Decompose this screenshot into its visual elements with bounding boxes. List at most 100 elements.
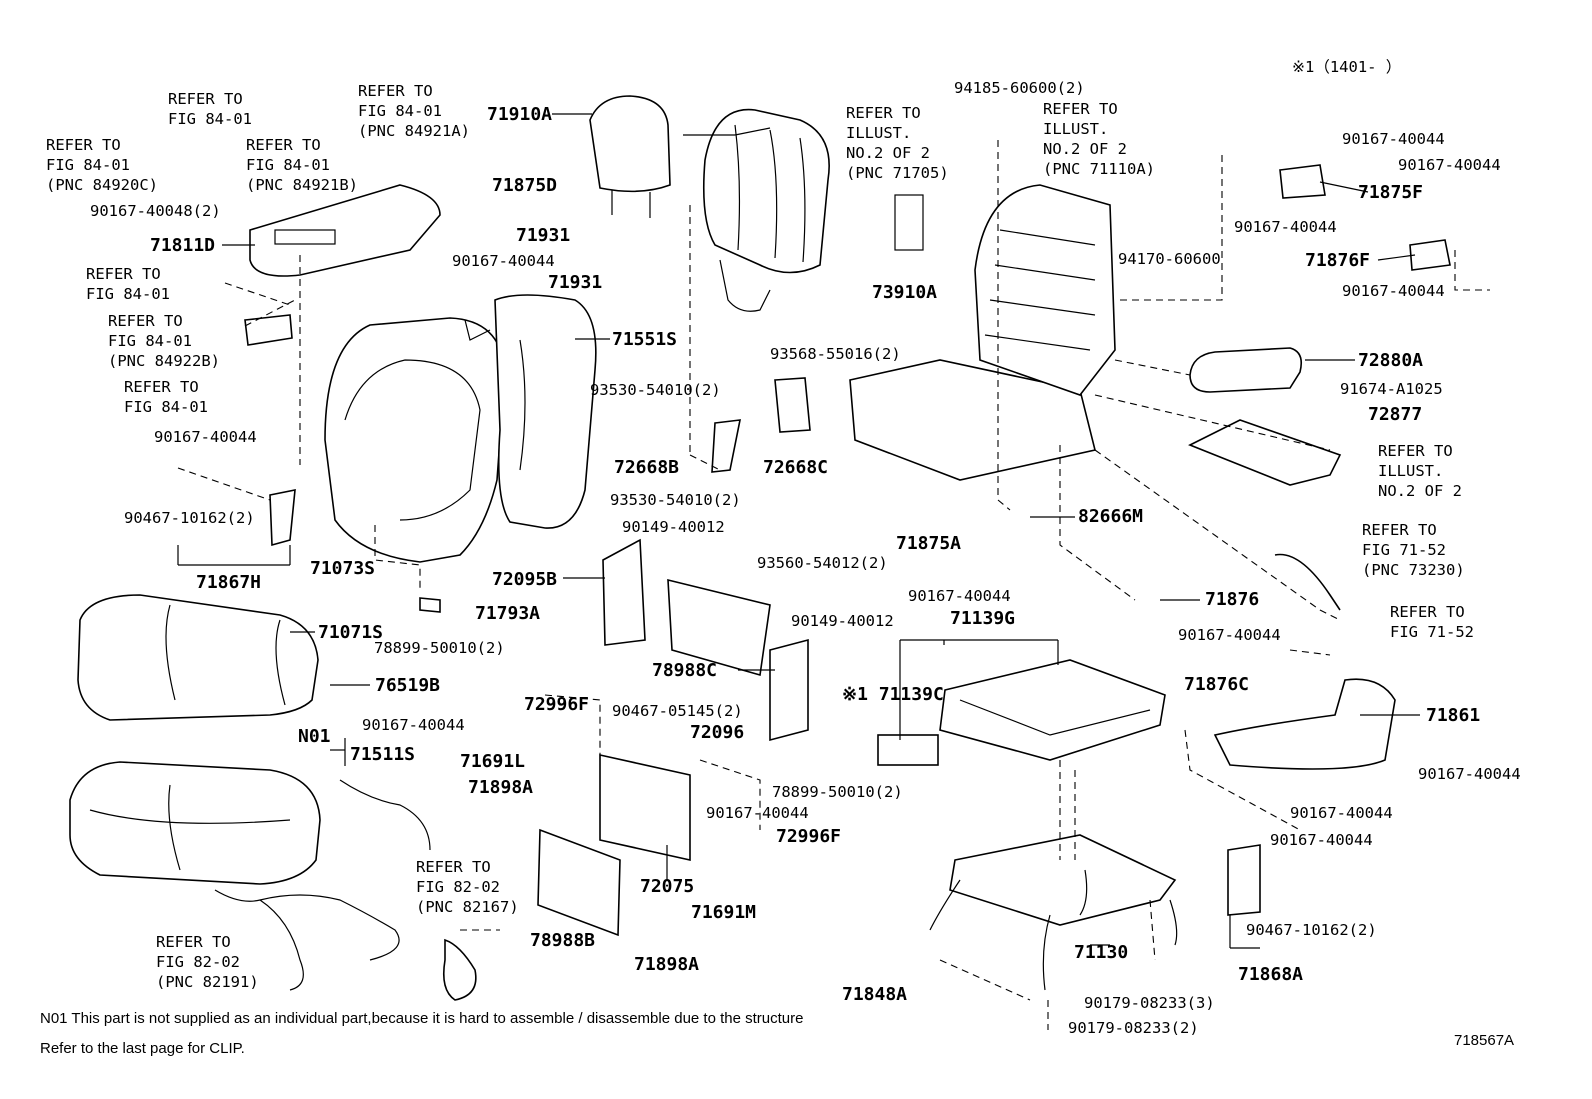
part-72996f: 72996F: [776, 826, 841, 847]
part-71861: 71861: [1426, 705, 1480, 726]
part-90179-08233: 90179-08233(3): [1084, 994, 1215, 1012]
part-71811d: 71811D: [150, 235, 215, 256]
part-71898a: 71898A: [468, 777, 533, 798]
part-n01: N01: [298, 726, 331, 747]
footer-note-clip: Refer to the last page for CLIP.: [40, 1040, 245, 1057]
seatback-shape: [324, 317, 506, 563]
header-note: ※1（1401- ）: [1292, 58, 1401, 76]
part-93568-55016: 93568-55016(2): [770, 345, 901, 363]
part-71876f: 71876F: [1305, 250, 1370, 271]
part-94170-60600: 94170-60600: [1118, 250, 1221, 268]
part-90167-40044: 90167-40044: [1290, 804, 1393, 822]
part-71073s: 71073S: [310, 558, 375, 579]
part-90167-40044: 90167-40044: [1342, 282, 1445, 300]
part-93530-54010: 93530-54010(2): [610, 491, 741, 509]
part-71691m: 71691M: [691, 902, 756, 923]
part-72668c: 72668C: [763, 457, 828, 478]
part-71793a: 71793A: [475, 603, 540, 624]
leader-lines: [177, 113, 1420, 949]
part-71848a: 71848A: [842, 984, 907, 1005]
part-71875d: 71875D: [492, 175, 557, 196]
part-78899-50010: 78899-50010(2): [374, 639, 505, 657]
part-90149-40012: 90149-40012: [791, 612, 894, 630]
part-90467-05145: 90467-05145(2): [612, 702, 743, 720]
part-90149-40012: 90149-40012: [622, 518, 725, 536]
side-shield-shape: [249, 184, 441, 277]
part-94185-60600: 94185-60600(2): [954, 79, 1085, 97]
part-71931: 71931: [516, 225, 570, 246]
part-71875f: 71875F: [1358, 182, 1423, 203]
part-72096: 72096: [690, 722, 744, 743]
part-71910a: 71910A: [487, 104, 552, 125]
part-drawings: [69, 95, 1451, 1001]
part-71898a: 71898A: [634, 954, 699, 975]
part-71876: 71876: [1205, 589, 1259, 610]
part-82666m: 82666M: [1078, 506, 1143, 527]
part-90167-40044: 90167-40044: [362, 716, 465, 734]
part-90167-40044: 90167-40044: [1270, 831, 1373, 849]
part-90467-10162: 90467-10162(2): [124, 509, 255, 527]
part-71868a: 71868A: [1238, 964, 1303, 985]
part-78899-50010: 78899-50010(2): [772, 783, 903, 801]
part-90179-08233: 90179-08233(2): [1068, 1019, 1199, 1037]
part-71931: 71931: [548, 272, 602, 293]
part-90167-40044: 90167-40044: [154, 428, 257, 446]
part-71139c: ※1 71139C: [842, 684, 944, 705]
part-91674-a1025: 91674-A1025: [1340, 380, 1443, 398]
dashed-lines: [177, 140, 1490, 1030]
part-71691l: 71691L: [460, 751, 525, 772]
part-93530-54010: 93530-54010(2): [590, 381, 721, 399]
illustration-id: 718567A: [1454, 1032, 1514, 1049]
part-71130: 71130: [1074, 942, 1128, 963]
part-90167-40044: 90167-40044: [1178, 626, 1281, 644]
part-72996f: 72996F: [524, 694, 589, 715]
part-71071s: 71071S: [318, 622, 383, 643]
part-90167-40044: 90167-40044: [1418, 765, 1521, 783]
part-71875a: 71875A: [896, 533, 961, 554]
part-90167-40048: 90167-40048(2): [90, 202, 221, 220]
part-90167-40044: 90167-40044: [908, 587, 1011, 605]
headrest-shape: [589, 95, 671, 193]
part-72880a: 72880A: [1358, 350, 1423, 371]
part-90167-40044: 90167-40044: [706, 804, 809, 822]
seat-cushion-cover-shape: [77, 594, 319, 721]
part-76519b: 76519B: [375, 675, 440, 696]
harness-shape: [214, 779, 431, 991]
part-71139g: 71139G: [950, 608, 1015, 629]
part-90167-40044: 90167-40044: [1234, 218, 1337, 236]
part-93560-54012: 93560-54012(2): [757, 554, 888, 572]
part-72668b: 72668B: [614, 457, 679, 478]
part-73910a: 73910A: [872, 282, 937, 303]
part-71867h: 71867H: [196, 572, 261, 593]
seat-riser-shape: [949, 834, 1177, 926]
right-side-shield-shape: [1213, 678, 1396, 770]
part-90167-40044: 90167-40044: [1342, 130, 1445, 148]
part-78988c: 78988C: [652, 660, 717, 681]
part-71511s: 71511S: [350, 744, 415, 765]
footer-note-n01: N01 This part is not supplied as an indi…: [40, 1010, 803, 1027]
part-90167-40044: 90167-40044: [1398, 156, 1501, 174]
part-72075: 72075: [640, 876, 694, 897]
part-78988b: 78988B: [530, 930, 595, 951]
part-72877: 72877: [1368, 404, 1422, 425]
seatback-cover-shape: [703, 108, 830, 274]
part-90467-10162: 90467-10162(2): [1246, 921, 1377, 939]
part-71551s: 71551S: [612, 329, 677, 350]
cushion-pan-shape: [939, 659, 1166, 761]
